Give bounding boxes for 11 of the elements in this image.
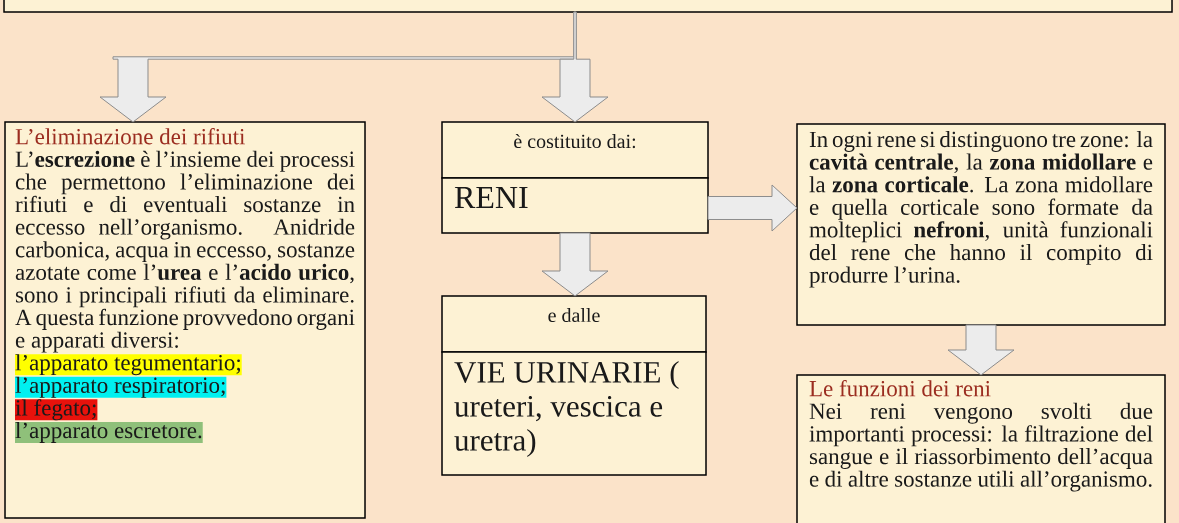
text-box: Le funzioni dei reni Nei reni vengono svolti due importanti processi: la filtrazione del sangue e il riassorbimento dell’acqua e di altre sostanze utili all’organismo. — [796, 374, 1166, 523]
text-box: In ogni rene si distinguono tre zone: la cavità centrale, la zona midollare e la zona corticale. La zona midollare e quella corticale sono formate da molteplici nefroni, unità funzionali del rene che hanno il compito di produrre l’urina. — [796, 123, 1166, 326]
label-box: è costituito dai: — [441, 121, 709, 179]
text-box: L’eliminazione dei rifiuti L’escrezione è l’insieme dei processi che permettono l’eliminazione dei rifiuti e di eventuali sostanze in eccesso nell’organismo. Anidride carbonica, acqua in eccesso, sostanze azotate come l’urea e l’acido urico, sono i principali rifiuti da eliminare. A questa funzione provvedono organi e apparati diversi: l’apparato tegumentario; l’apparato respiratorio; il fegato; l’apparato escretore. — [4, 121, 366, 519]
block-arrow — [541, 232, 609, 297]
label-box: e dalle — [441, 295, 707, 353]
block-arrow — [541, 11, 609, 123]
block-arrow — [947, 324, 1015, 376]
block-arrow — [707, 184, 798, 232]
top-box — [3, 0, 1173, 13]
organ-box: RENI — [441, 177, 709, 234]
